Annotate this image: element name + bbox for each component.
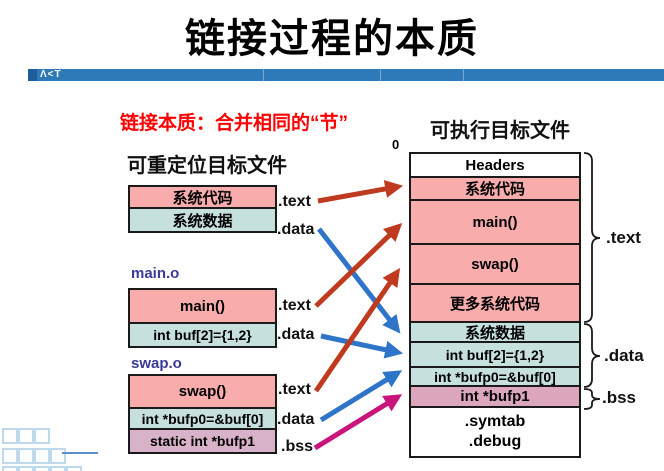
exec-row: 系统代码 xyxy=(411,178,579,201)
deco-square xyxy=(66,466,82,471)
exec-row: 更多系统代码 xyxy=(411,285,579,323)
section-label: .text xyxy=(278,193,311,210)
deco-square xyxy=(18,466,34,471)
deco-square xyxy=(34,428,50,444)
deco-square xyxy=(2,466,18,471)
arrow-system-text xyxy=(317,180,404,204)
exec-heading: 可执行目标文件 xyxy=(430,120,570,142)
brace-bss xyxy=(583,388,601,410)
exec-row: swap() xyxy=(411,245,579,285)
memory-row: static int *bufp1 xyxy=(130,430,275,452)
left-heading: 可重定位目标文件 xyxy=(127,155,287,177)
section-label: .bss xyxy=(281,438,314,455)
debug-label: .debug xyxy=(468,433,522,450)
deco-line xyxy=(62,452,98,454)
brace-label-bss: .bss xyxy=(602,388,637,407)
memory-row: 系统代码 xyxy=(130,187,275,209)
exec-row: int buf[2]={1,2} xyxy=(411,343,579,368)
brace-data xyxy=(583,323,601,388)
subtitle: 链接本质：合并相同的“节” xyxy=(120,113,349,134)
arrow-swap-text xyxy=(313,268,401,393)
deco-square xyxy=(2,428,18,444)
exec-row: int *bufp1 xyxy=(411,387,579,408)
exec-box: Headers 系统代码 main() swap() 更多系统代码 系统数据 i… xyxy=(409,152,581,458)
deco-square xyxy=(50,466,66,471)
header-bar-tick xyxy=(380,69,381,81)
header-bar-tick xyxy=(463,69,464,81)
deco-square xyxy=(2,448,18,464)
file-label-swap-o: swap.o xyxy=(131,355,182,372)
header-bar-tick xyxy=(263,69,264,81)
deco-square xyxy=(18,448,34,464)
memory-row: swap() xyxy=(130,376,275,409)
brace-label-data: .data xyxy=(604,346,644,365)
section-label: .data xyxy=(277,326,315,343)
arrow-swap-data xyxy=(319,370,403,423)
memory-row: int buf[2]={1,2} xyxy=(130,324,275,346)
exec-row: int *bufp0=&buf[0] xyxy=(411,368,579,387)
arrow-main-text xyxy=(314,223,403,308)
object-file-group-system: 系统代码 系统数据 xyxy=(128,185,277,233)
brace-label-text: .text xyxy=(606,228,641,247)
section-label: .data xyxy=(277,411,315,428)
section-label: .text xyxy=(278,381,311,398)
arrow-main-data xyxy=(320,333,404,359)
exec-row: 系统数据 xyxy=(411,323,579,343)
memory-row: int *bufp0=&buf[0] xyxy=(130,409,275,430)
section-label: .data xyxy=(277,221,315,238)
arrow-system-data xyxy=(317,227,401,334)
exec-row-headers: Headers xyxy=(411,154,579,178)
brace-text xyxy=(583,152,601,323)
header-bar: Λ<Τ xyxy=(28,69,664,81)
header-bar-dark-segment xyxy=(28,69,37,81)
symtab-label: .symtab xyxy=(464,413,526,430)
logo: Λ<Τ xyxy=(40,69,62,80)
exec-row-symtab-debug: .symtab .debug xyxy=(411,408,579,456)
memory-row: main() xyxy=(130,290,275,324)
deco-square xyxy=(18,428,34,444)
origin-label: 0 xyxy=(392,137,400,152)
memory-row: 系统数据 xyxy=(130,209,275,231)
section-label: .text xyxy=(278,297,311,314)
file-label-main-o: main.o xyxy=(131,265,180,282)
object-file-group-main: main() int buf[2]={1,2} xyxy=(128,288,277,348)
arrow-swap-bss xyxy=(313,394,403,451)
deco-square xyxy=(34,466,50,471)
page-title: 链接过程的本质 xyxy=(185,17,479,61)
object-file-group-swap: swap() int *bufp0=&buf[0] static int *bu… xyxy=(128,374,277,454)
exec-row: main() xyxy=(411,201,579,245)
deco-square xyxy=(50,448,66,464)
deco-square xyxy=(34,448,50,464)
